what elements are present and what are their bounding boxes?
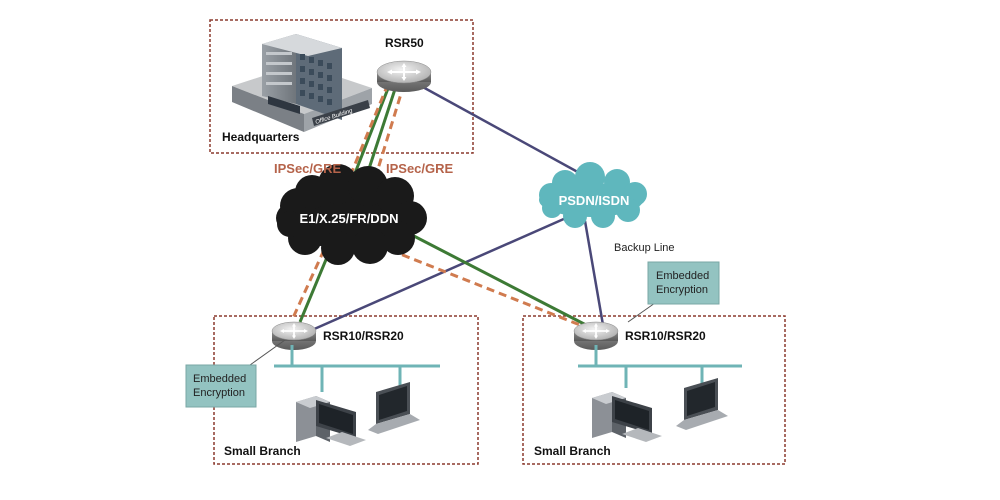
wan-line-hq-1 <box>348 85 391 187</box>
callout-right-line2: Encryption <box>656 284 708 296</box>
wan-line-left <box>298 249 332 323</box>
branch-right-router-icon <box>573 321 619 350</box>
tunnel-right-branch <box>389 248 581 327</box>
wan-cloud: E1/X.25/FR/DDN <box>276 164 427 265</box>
backup-line-label: Backup Line <box>614 242 675 254</box>
branch-left-label: Small Branch <box>224 444 301 458</box>
callout-left-line2: Encryption <box>193 387 245 399</box>
desktop-computer-icon <box>592 392 662 442</box>
tunnel-label-left: IPSec/GRE <box>274 161 342 176</box>
wan-line-right <box>409 232 589 328</box>
tunnel-label-right: IPSec/GRE <box>386 161 454 176</box>
branch-right-router-label: RSR10/RSR20 <box>625 329 706 343</box>
backup-line-right <box>583 220 605 326</box>
lan-bus-left <box>274 345 440 392</box>
backup-line-left <box>311 216 567 332</box>
office-building-icon: Office Building <box>232 34 372 132</box>
branch-left-router-icon <box>271 321 317 350</box>
tunnel-hq-right <box>372 83 406 183</box>
headquarters-label: Headquarters <box>222 130 300 144</box>
headquarters-box <box>209 19 474 154</box>
tunnel-left-branch <box>290 249 326 321</box>
callout-right: Embedded Encryption <box>627 261 720 323</box>
laptop-icon <box>368 382 420 434</box>
callout-left: Embedded Encryption <box>185 339 286 408</box>
laptop-icon <box>676 378 728 430</box>
callout-left-line1: Embedded <box>193 373 246 385</box>
desktop-computer-icon <box>296 396 366 446</box>
hq-router-label: RSR50 <box>385 36 424 50</box>
backup-cloud: PSDN/ISDN <box>539 162 647 228</box>
backup-cloud-label: PSDN/ISDN <box>559 193 630 208</box>
backup-line-hq <box>409 78 586 178</box>
callout-right-line1: Embedded <box>656 270 709 282</box>
hq-router-icon <box>376 60 432 92</box>
branch-right-box <box>522 315 786 465</box>
tunnel-hq-left <box>344 83 390 187</box>
branch-left-router-label: RSR10/RSR20 <box>323 329 404 343</box>
branch-right-label: Small Branch <box>534 444 611 458</box>
wan-cloud-label: E1/X.25/FR/DDN <box>300 211 399 226</box>
